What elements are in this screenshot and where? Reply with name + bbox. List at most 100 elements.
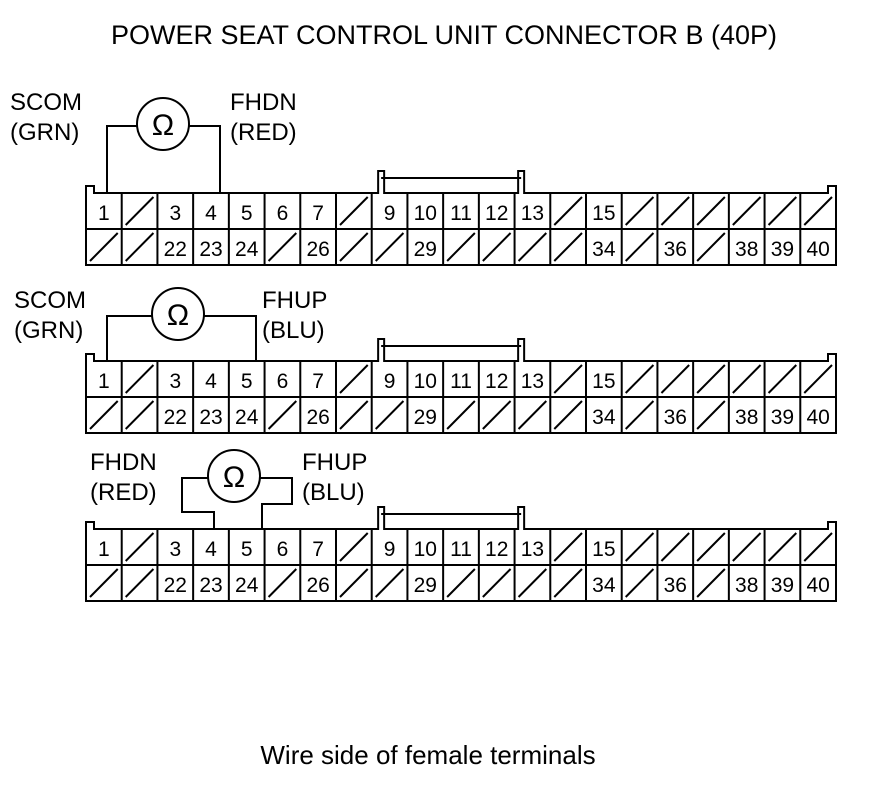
unused-cavity-mark	[339, 364, 369, 394]
terminal-26: 26	[306, 574, 329, 597]
unused-cavity-mark	[553, 532, 583, 562]
terminal-13: 13	[521, 370, 544, 393]
terminal-24: 24	[235, 574, 259, 597]
unused-cavity-mark	[446, 400, 476, 430]
terminal-7: 7	[312, 538, 324, 561]
terminal-29: 29	[414, 406, 437, 429]
test-1-left-name: SCOM	[10, 89, 82, 116]
terminal-22: 22	[164, 406, 187, 429]
terminal-36: 36	[664, 238, 687, 261]
terminal-34: 34	[592, 574, 616, 597]
unused-cavity-mark	[732, 196, 762, 226]
unused-cavity-mark	[732, 364, 762, 394]
terminal-7: 7	[312, 202, 324, 225]
unused-cavity-mark	[125, 364, 155, 394]
unused-cavity-mark	[339, 232, 369, 262]
terminal-39: 39	[771, 238, 794, 261]
terminal-40: 40	[806, 574, 829, 597]
test-2-right-name: FHUP	[262, 287, 327, 314]
terminal-10: 10	[414, 370, 437, 393]
terminal-4: 4	[205, 202, 217, 225]
unused-cavity-mark	[660, 364, 690, 394]
unused-cavity-mark	[660, 532, 690, 562]
unused-cavity-mark	[125, 568, 155, 598]
unused-cavity-mark	[482, 232, 512, 262]
terminal-11: 11	[450, 538, 472, 561]
connector-housing	[85, 170, 837, 266]
terminal-13: 13	[521, 202, 544, 225]
test-1-left-color: (GRN)	[10, 119, 79, 146]
unused-cavity-mark	[375, 568, 405, 598]
unused-cavity-mark	[553, 400, 583, 430]
unused-cavity-mark	[375, 400, 405, 430]
terminal-7: 7	[312, 370, 324, 393]
terminal-15: 15	[592, 202, 615, 225]
terminal-12: 12	[485, 202, 508, 225]
terminal-5: 5	[241, 202, 253, 225]
terminal-26: 26	[306, 406, 329, 429]
terminal-22: 22	[164, 574, 187, 597]
terminal-22: 22	[164, 238, 187, 261]
unused-cavity-mark	[125, 532, 155, 562]
terminal-23: 23	[199, 574, 222, 597]
unused-cavity-mark	[89, 568, 119, 598]
unused-cavity-mark	[125, 232, 155, 262]
svg-text:Ω: Ω	[223, 461, 245, 494]
unused-cavity-mark	[375, 232, 405, 262]
ohmmeter-icon: Ω	[207, 449, 261, 503]
unused-cavity-mark	[446, 568, 476, 598]
terminal-38: 38	[735, 238, 758, 261]
terminal-9: 9	[384, 370, 396, 393]
unused-cavity-mark	[696, 568, 726, 598]
terminal-12: 12	[485, 538, 508, 561]
terminal-1: 1	[98, 370, 110, 393]
ohmmeter-icon: Ω	[136, 97, 190, 151]
ohmmeter-probe-wires	[106, 125, 221, 193]
unused-cavity-mark	[625, 400, 655, 430]
unused-cavity-mark	[767, 196, 797, 226]
test-3-right-color: (BLU)	[302, 479, 365, 506]
unused-cavity-mark	[125, 196, 155, 226]
terminal-15: 15	[592, 538, 615, 561]
ohmmeter-probe-wires	[106, 315, 257, 361]
unused-cavity-mark	[803, 364, 833, 394]
svg-text:Ω: Ω	[167, 299, 189, 332]
terminal-3: 3	[169, 538, 181, 561]
connector-housing	[85, 338, 837, 434]
terminal-6: 6	[277, 538, 289, 561]
unused-cavity-mark	[696, 364, 726, 394]
terminal-29: 29	[414, 238, 437, 261]
caption: Wire side of female terminals	[260, 740, 595, 770]
terminal-5: 5	[241, 370, 253, 393]
unused-cavity-mark	[339, 532, 369, 562]
unused-cavity-mark	[267, 232, 297, 262]
test-3-left-name: FHDN	[90, 449, 157, 476]
terminal-10: 10	[414, 202, 437, 225]
ohmmeter-probe-wires	[181, 477, 293, 530]
test-3-left-color: (RED)	[90, 479, 157, 506]
terminal-34: 34	[592, 406, 616, 429]
terminal-6: 6	[277, 370, 289, 393]
connector-housing	[85, 506, 837, 602]
unused-cavity-mark	[767, 532, 797, 562]
unused-cavity-mark	[625, 532, 655, 562]
unused-cavity-mark	[339, 400, 369, 430]
terminal-23: 23	[199, 238, 222, 261]
terminal-23: 23	[199, 406, 222, 429]
unused-cavity-mark	[803, 196, 833, 226]
terminal-38: 38	[735, 406, 758, 429]
unused-cavity-mark	[446, 232, 476, 262]
terminal-1: 1	[98, 202, 110, 225]
terminal-3: 3	[169, 370, 181, 393]
unused-cavity-mark	[553, 364, 583, 394]
terminal-34: 34	[592, 238, 616, 261]
unused-cavity-mark	[767, 364, 797, 394]
terminal-11: 11	[450, 370, 472, 393]
terminal-11: 11	[450, 202, 472, 225]
